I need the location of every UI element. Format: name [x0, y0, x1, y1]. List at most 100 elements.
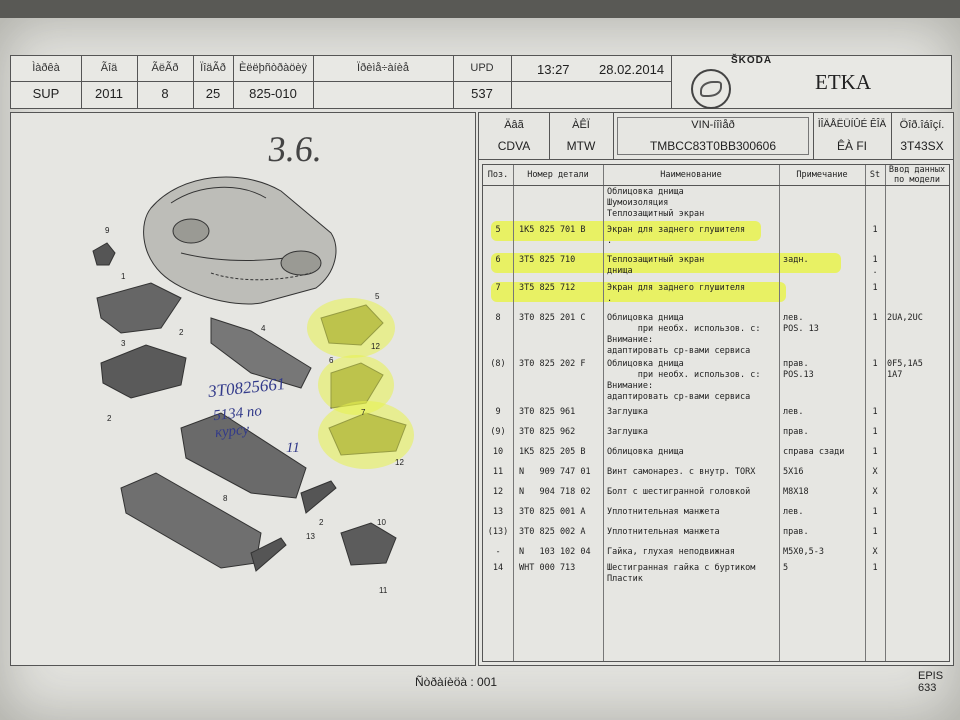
cell-note: справа сзади	[783, 447, 845, 457]
vehicle-label: VIN-íîìåð	[691, 119, 735, 131]
header-cell-update: UPD 537	[453, 56, 512, 108]
cell-pos: 9	[495, 407, 501, 417]
cell-name: Винт самонарез. с внутр. TORX	[607, 467, 756, 477]
vehicle-label: Öîð.îáîçí.	[899, 119, 945, 131]
part-4-strip	[210, 317, 312, 389]
cell-pos: 7	[495, 283, 501, 293]
header-value: 2011	[95, 86, 123, 101]
print-date: 28.02.2014	[599, 62, 665, 77]
cell-pos: 14	[492, 563, 504, 573]
header-label: ÃëÃð	[151, 62, 179, 74]
cell-pos: (9)	[490, 427, 506, 437]
cell-part: WHT 000 713	[519, 563, 576, 573]
skoda-logo-icon	[691, 69, 731, 109]
callout-label: 11	[379, 586, 388, 595]
callout-label: 7	[361, 408, 366, 417]
cell-name: Облицовка днища при необх. использов. с:…	[607, 359, 761, 402]
cell-st: 1	[872, 407, 878, 417]
cell-st: 1	[872, 427, 878, 437]
part-13-seal-right	[250, 537, 287, 572]
callout-label: 12	[395, 458, 404, 467]
cell-part: 3T0 825 002 A	[519, 527, 586, 537]
callout-label: 2	[319, 518, 324, 527]
app-title: ETKA	[815, 70, 871, 94]
cell-pos: 8	[495, 313, 501, 323]
cell-part: 3T5 825 712	[519, 283, 576, 293]
cell-pos: (13)	[487, 527, 509, 537]
cell-pos: 5	[495, 225, 501, 235]
callout-label: 10	[377, 518, 386, 527]
header-label: UPD	[470, 62, 494, 74]
underbody-exploded-diagram: 9 1 2 2 3 4 5 12 6 7 12 8 2 13 10 11	[92, 176, 414, 595]
background-edge	[0, 0, 960, 18]
callout-label: 2	[179, 328, 184, 337]
header-cell-remark: Ïðèìå÷àíèå	[313, 56, 454, 108]
cell-note: 5	[783, 563, 789, 573]
cell-st: 1	[872, 527, 878, 537]
cell-st: X	[872, 547, 878, 557]
column-header: Примечание	[796, 170, 848, 180]
cell-part: 3T5 825 710	[519, 255, 576, 265]
cell-pos: 12	[492, 487, 504, 497]
cell-part: N 909 747 01	[519, 467, 591, 477]
part-13-seal	[300, 480, 337, 514]
header-value: 537	[471, 86, 493, 101]
cell-note: прав.	[783, 427, 809, 437]
cell-name: Гайка, глухая неподвижная	[607, 547, 735, 557]
callout-label: 12	[371, 342, 380, 351]
cell-st: X	[872, 467, 878, 477]
highlight-part-5	[307, 298, 395, 358]
vehicle-cell-model-code: ÌÎÄÅËÜÍÛÉ ÊÎÄ ÊÀ FI	[813, 113, 892, 159]
header-cell-brand: Ìàðêà SUP	[11, 56, 82, 108]
cell-pos: 11	[492, 467, 504, 477]
cell-part: 3T0 825 001 A	[519, 507, 586, 517]
callout-label: 3	[121, 339, 126, 348]
part-9-cap	[92, 242, 116, 266]
callout-label: 8	[223, 494, 228, 503]
header-cell-year: Ãîä 2011	[81, 56, 138, 108]
highlight-part-6	[318, 355, 394, 415]
cell-name: Болт с шестигранной головкой	[607, 487, 751, 497]
cell-pos: 10	[492, 447, 504, 457]
cell-st: X	[872, 487, 878, 497]
parts-info-panel: Äâã CDVA ÀÊÏ MTW VIN-íîìåð TMBCC83T0BB30…	[478, 112, 954, 666]
cell-part: 3T0 825 962	[519, 427, 576, 437]
vehicle-value: 3T43SX	[900, 139, 944, 153]
parts-table: Поз. Номер детали Наименование Примечани…	[482, 164, 950, 662]
callout-label: 6	[329, 356, 334, 365]
column-header: Ввод данных по модели	[888, 165, 946, 185]
cell-note: 5X16	[783, 467, 804, 477]
cell-part: 3T0 825 201 C	[519, 313, 586, 323]
cell-st: 1	[872, 225, 878, 235]
page-footer: Ñòðàíèöà : 001	[415, 675, 498, 689]
cell-st: 1 .	[872, 255, 878, 276]
vehicle-label: ÀÊÏ	[572, 119, 590, 131]
header-value: 825-010	[249, 86, 297, 101]
epis-code: EPIS 633	[918, 670, 944, 694]
brand-wordmark: ŠKODA	[731, 55, 773, 66]
header-label: Ïðèìå÷àíèå	[357, 62, 409, 74]
cell-part: N 103 102 04	[519, 547, 591, 557]
cell-note: прав. POS.13	[783, 359, 814, 380]
cell-pos: 6	[495, 255, 501, 265]
cell-pos: (8)	[490, 359, 506, 369]
vehicle-value: CDVA	[497, 139, 531, 153]
cell-name: Теплозащитный экран днища	[607, 255, 705, 276]
cell-note: задн.	[783, 255, 809, 265]
cell-part: 3T0 825 202 F	[519, 359, 586, 369]
part-3-shield	[100, 344, 187, 399]
vehicle-cell-gearbox: ÀÊÏ MTW	[549, 113, 614, 159]
vehicle-value: MTW	[566, 139, 596, 153]
vehicle-info-header: Äâã CDVA ÀÊÏ MTW VIN-íîìåð TMBCC83T0BB30…	[479, 113, 953, 160]
illustration-panel: 9 1 2 2 3 4 5 12 6 7 12 8 2 13 10 11	[10, 112, 476, 666]
row-highlight-6	[491, 253, 841, 273]
cell-st: 1	[872, 313, 878, 323]
column-header: Номер детали	[527, 170, 589, 180]
cell-name: Шестигранная гайка с буртиком Пластик	[607, 563, 756, 584]
part-10-panel	[340, 522, 397, 566]
header-value: SUP	[32, 86, 60, 101]
column-header: Поз.	[487, 170, 509, 180]
cell-note: лев. POS. 13	[783, 313, 819, 334]
header-label: Èëëþñòðàöèÿ	[239, 62, 307, 74]
cell-note: M5X0,5-3	[783, 547, 824, 557]
